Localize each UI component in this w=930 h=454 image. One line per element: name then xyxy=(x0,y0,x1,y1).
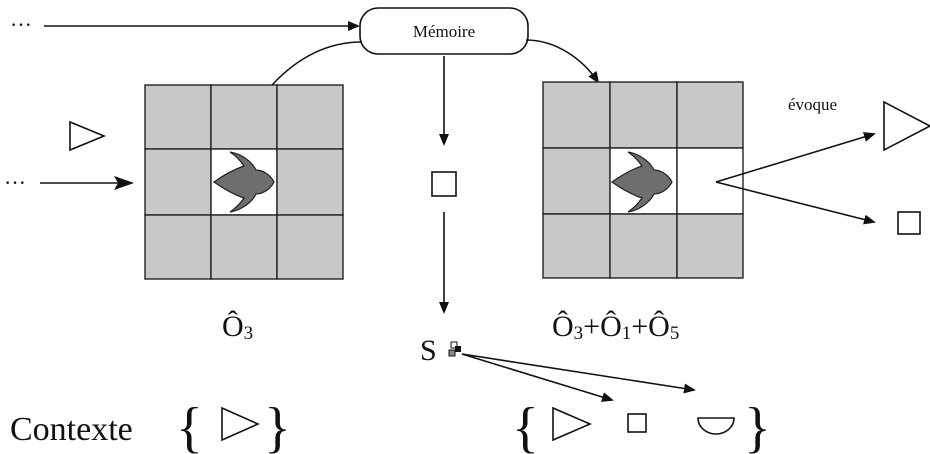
triangle-context-icon xyxy=(221,406,260,442)
center-square xyxy=(431,171,457,197)
s-label: S xyxy=(420,334,437,367)
context-label: Contexte xyxy=(10,411,133,448)
triangle-evoked-icon xyxy=(883,100,930,152)
memory-box: Mémoire xyxy=(359,7,529,55)
half-circle-context-icon xyxy=(697,417,735,435)
brace-close-left: } xyxy=(264,397,291,454)
right-grid xyxy=(542,81,744,279)
left-grid xyxy=(144,84,344,280)
evoque-label: évoque xyxy=(788,95,837,114)
arrow-s-to-half-circle xyxy=(461,353,696,394)
triangle-input-icon xyxy=(69,120,107,152)
square-evoked-icon xyxy=(897,211,921,235)
curve-left-grid-to-memory xyxy=(271,41,363,86)
brace-open-left: { xyxy=(176,397,203,454)
brace-close-right: } xyxy=(744,397,771,454)
dots-top: ··· xyxy=(10,12,32,37)
arrow-s-to-square xyxy=(461,353,614,402)
dots-left: ··· xyxy=(4,170,26,195)
memory-label: Mémoire xyxy=(413,22,475,41)
small-composite-icon xyxy=(448,341,461,357)
arrow-evoque-triangle xyxy=(715,132,876,183)
bird-shape-left xyxy=(212,151,275,213)
arrow-evoque-square xyxy=(715,181,876,225)
bird-shape-right xyxy=(610,151,673,213)
square-context-right-icon xyxy=(627,413,647,433)
curve-memory-to-right-grid xyxy=(525,39,600,84)
triangle-context-right-icon xyxy=(552,406,593,442)
right-grid-label: Ô3+Ô1+Ô5 xyxy=(552,310,679,344)
left-grid-label: Ô3 xyxy=(222,310,253,344)
brace-open-right: { xyxy=(512,397,539,454)
